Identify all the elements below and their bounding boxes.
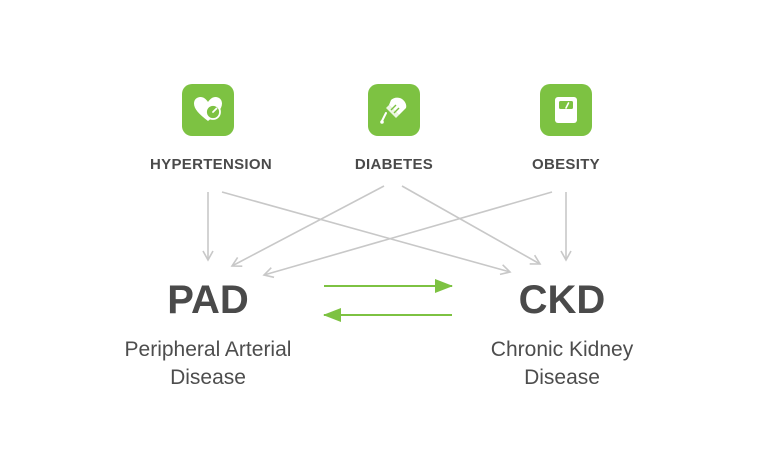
arrow-hypertension-to-ckd <box>221 191 512 276</box>
ckd-subtitle-line1: Chronic Kidney <box>490 338 634 361</box>
label-hypertension: HYPERTENSION <box>150 156 272 173</box>
pad-subtitle-line1: Peripheral Arterial <box>124 338 292 361</box>
weight-scale-icon <box>540 84 592 136</box>
label-obesity: OBESITY <box>532 156 600 173</box>
ckd-title: CKD <box>518 278 606 322</box>
arrow-diabetes-to-ckd <box>401 185 542 265</box>
pad-subtitle-line2: Disease <box>170 366 246 389</box>
arrow-diabetes-to-pad <box>230 185 385 268</box>
heart-gauge-icon <box>182 84 234 136</box>
ckd-subtitle-line2: Disease <box>524 366 600 389</box>
arrow-obesity-to-pad <box>262 191 553 279</box>
label-diabetes: DIABETES <box>354 156 434 173</box>
pad-title: PAD <box>167 278 249 322</box>
glucose-test-icon <box>368 84 420 136</box>
